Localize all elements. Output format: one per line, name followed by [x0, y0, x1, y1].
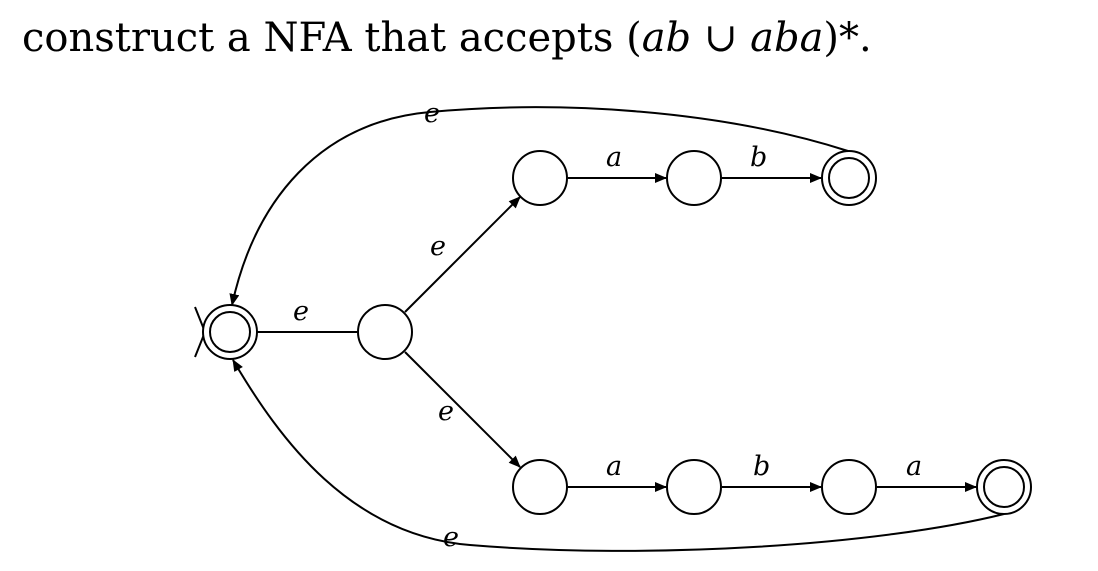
- regex-union-symbol: ∪: [703, 15, 738, 61]
- edge-hub-to-bottom: [404, 351, 521, 468]
- state-bottom-3: [821, 459, 877, 515]
- edge-label-back-bottom: e: [443, 522, 459, 553]
- edge-label-bottom-a: a: [606, 451, 622, 482]
- problem-statement: construct a NFA that accepts (ab ∪ aba)*…: [22, 14, 872, 62]
- edge-label-bottom-b: b: [753, 451, 770, 482]
- edge-label-top-b: b: [750, 142, 767, 173]
- edge-hub-to-top: [404, 196, 521, 313]
- state-bottom-1: [512, 459, 568, 515]
- state-top-accepting: [821, 150, 877, 206]
- edge-top-accept-to-start: [229, 106, 849, 306]
- edge-label-hub-to-bottom: e: [438, 396, 454, 427]
- edge-label-bottom-a2: a: [906, 451, 922, 482]
- state-start-accepting: [202, 304, 258, 360]
- regex-term-aba: aba: [750, 15, 824, 61]
- state-top-1: [512, 150, 568, 206]
- problem-prefix: construct a NFA that accepts: [22, 15, 627, 61]
- edge-label-back-top: e: [424, 98, 440, 129]
- edge-bottom-accept-to-start: [232, 359, 1005, 552]
- regex-suffix: )*.: [823, 15, 872, 61]
- state-bottom-accepting: [976, 459, 1032, 515]
- regex-lparen: (: [626, 15, 642, 61]
- edge-label-start-to-hub: e: [293, 296, 309, 327]
- state-hub: [357, 304, 413, 360]
- regex-term-ab: ab: [641, 15, 692, 61]
- edge-label-top-a: a: [606, 142, 622, 173]
- state-top-2: [666, 150, 722, 206]
- edge-label-hub-to-top: e: [430, 231, 446, 262]
- state-bottom-2: [666, 459, 722, 515]
